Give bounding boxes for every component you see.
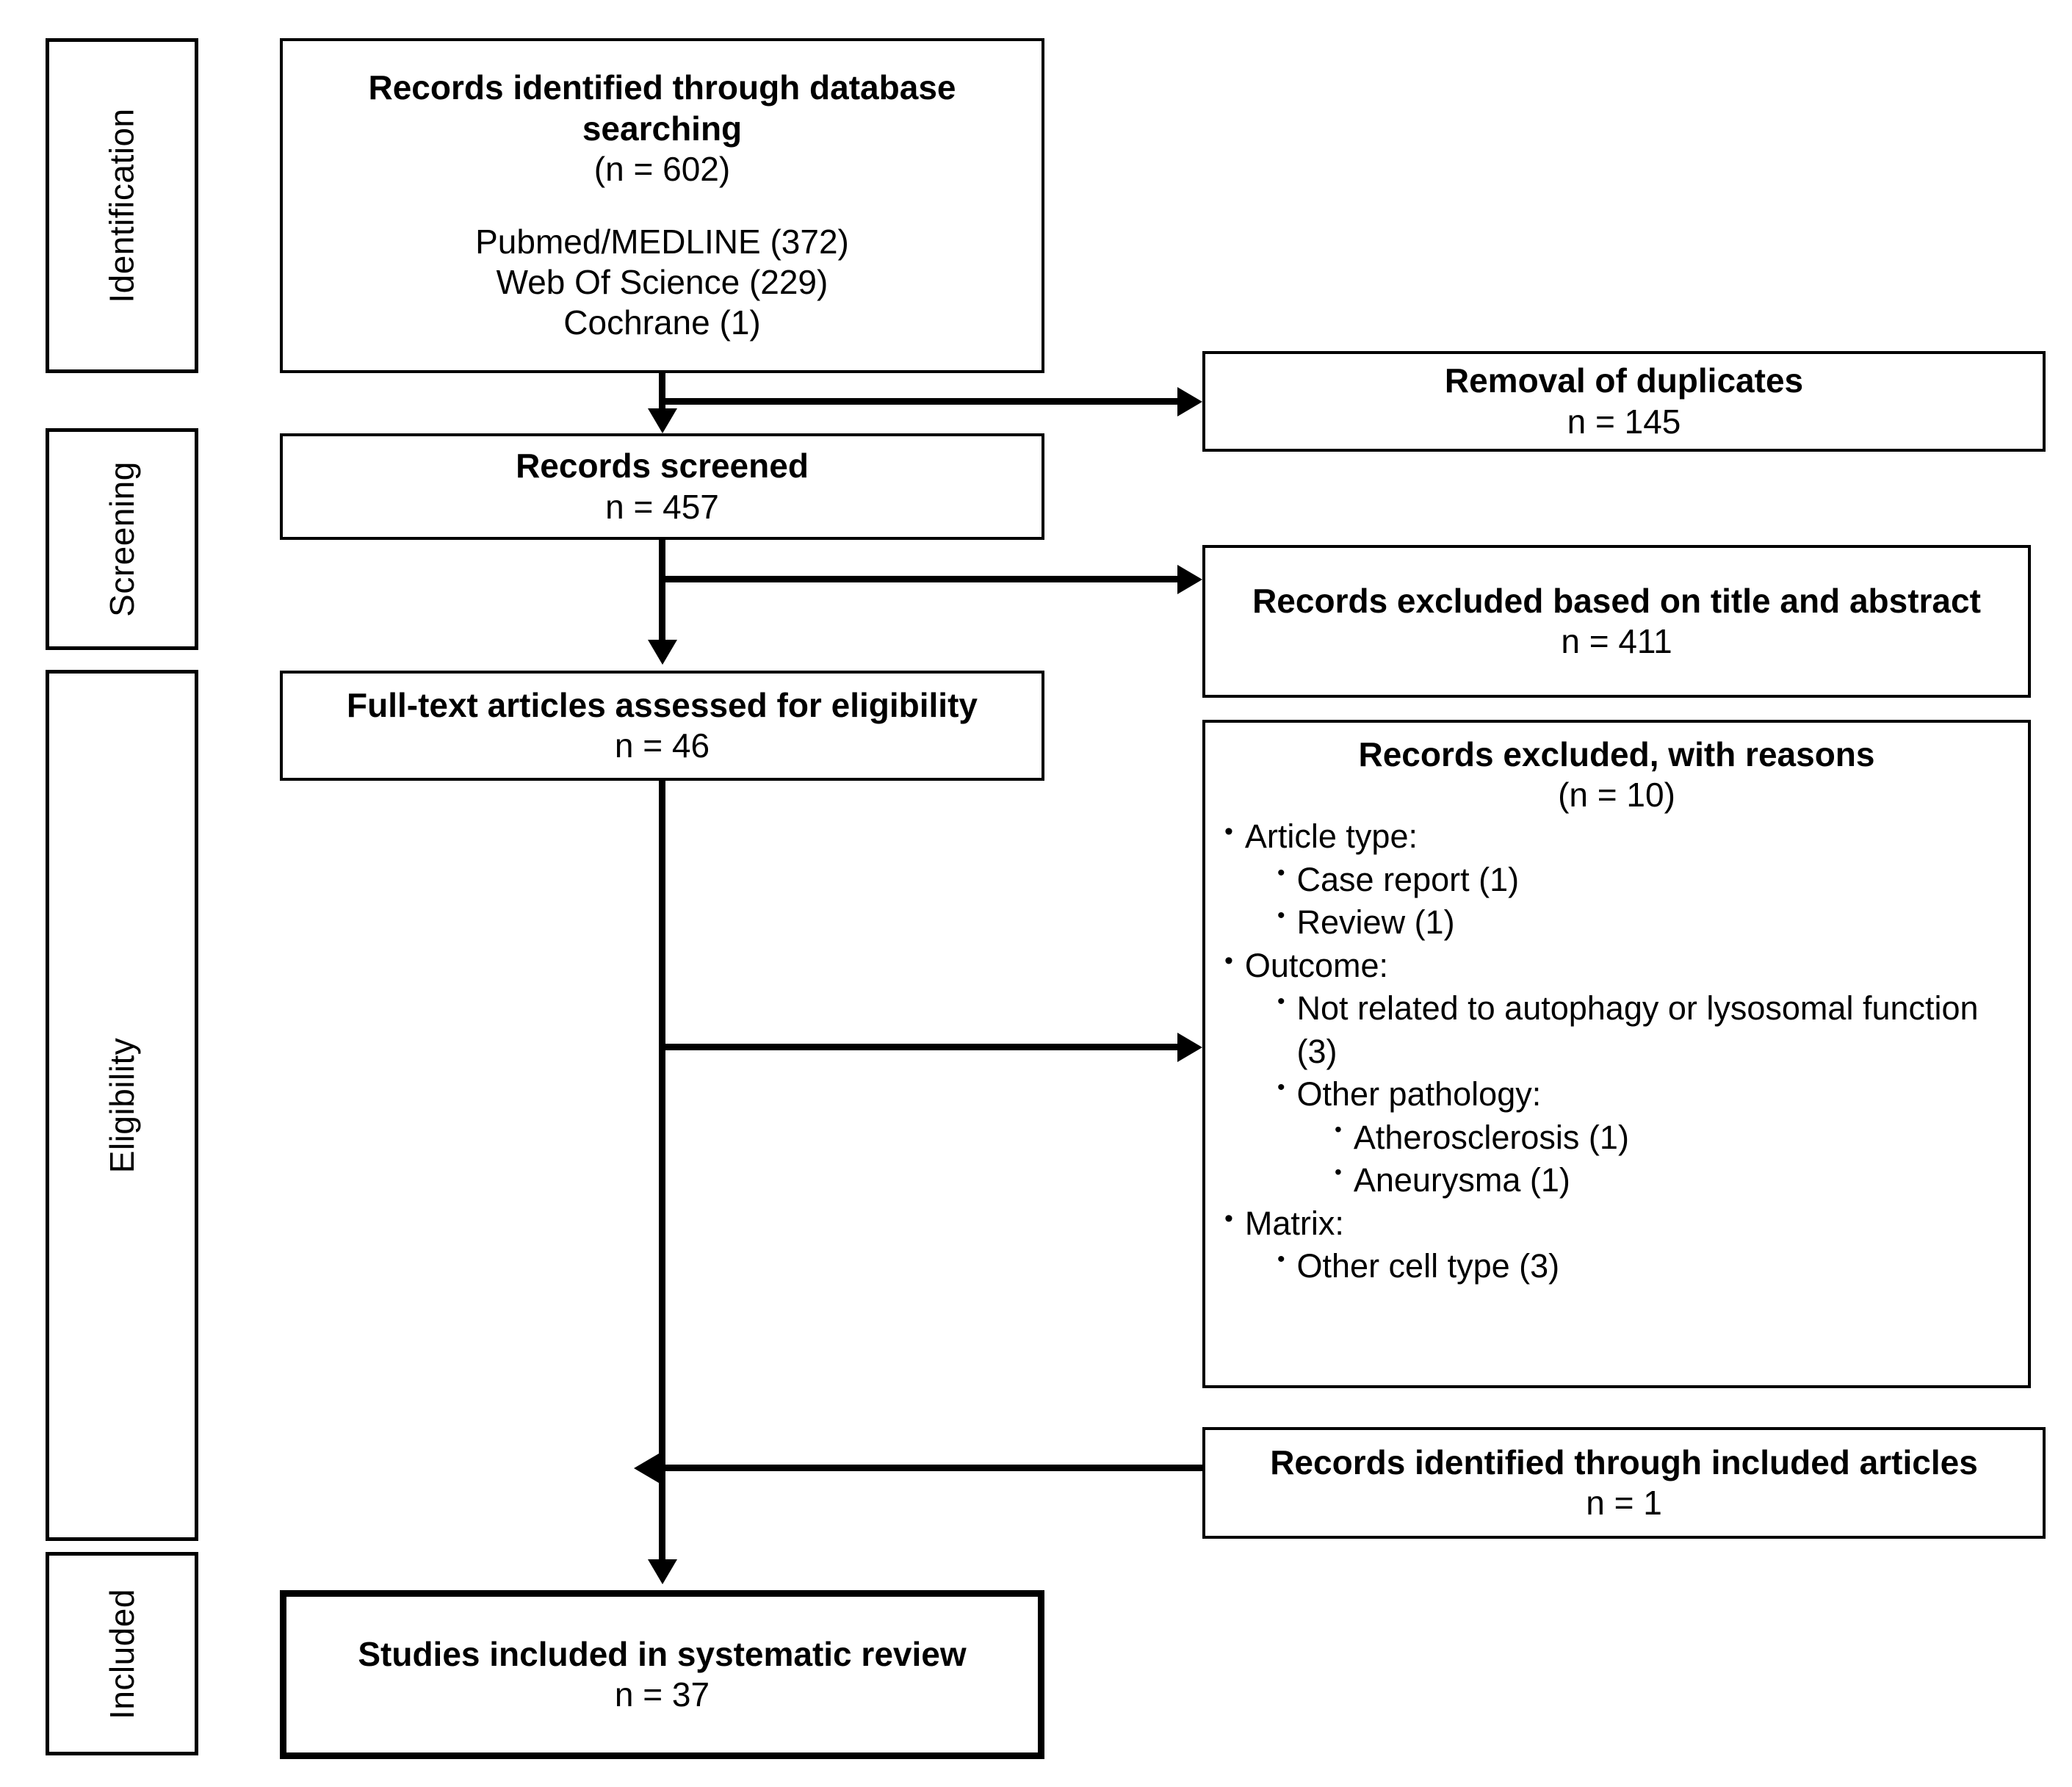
list-item-label: Outcome: — [1244, 946, 1388, 984]
excluded-title-abstract-count: n = 411 — [1561, 622, 1672, 660]
connector-identified-to-screened — [659, 373, 665, 411]
list-item: • Other cell type (3) — [1277, 1245, 2013, 1288]
connector-to-duplicates — [659, 398, 1180, 405]
records-identified-title: Records identified through database sear… — [368, 68, 956, 148]
stage-label-screening: Screening — [103, 461, 142, 617]
list-item-label: Review (1) — [1296, 903, 1455, 942]
list-item-label: Not related to autophagy or lysosomal fu… — [1296, 989, 1979, 1070]
list-item: • Not related to autophagy or lysosomal … — [1277, 987, 2013, 1073]
bullet-icon: • — [1277, 860, 1285, 885]
list-item-label: Other pathology: — [1296, 1075, 1542, 1113]
stage-label-eligibility: Eligibility — [102, 1037, 141, 1174]
records-identified-count: (n = 602) — [593, 149, 731, 188]
studies-included-box: Studies included in systematic review n … — [280, 1590, 1044, 1759]
bullet-icon: • — [1224, 946, 1233, 975]
stage-box-eligibility: Eligibility — [46, 670, 198, 1541]
studies-included-count: n = 37 — [614, 1675, 710, 1714]
connector-screened-to-fulltext — [659, 540, 665, 643]
full-text-assessed-count: n = 46 — [614, 726, 710, 765]
connector-from-included-articles — [659, 1465, 1204, 1471]
list-item-label: Other cell type (3) — [1296, 1247, 1560, 1285]
connector-fulltext-to-included — [659, 781, 665, 1561]
arrow-right-icon — [1177, 1033, 1202, 1062]
stage-label-included: Included — [102, 1588, 141, 1719]
arrow-left-icon — [634, 1454, 659, 1483]
list-item: • Article type: — [1224, 815, 2013, 859]
source-cochrane: Cochrane (1) — [563, 303, 761, 342]
excluded-with-reasons-count: (n = 10) — [1558, 776, 1675, 815]
arrow-down-icon — [648, 408, 677, 433]
studies-included-title: Studies included in systematic review — [358, 1634, 967, 1673]
bullet-icon: • — [1224, 1204, 1233, 1232]
arrow-right-icon — [1177, 387, 1202, 416]
list-item-label: Article type: — [1244, 817, 1418, 856]
list-item-label: Case report (1) — [1296, 860, 1520, 898]
excluded-title-abstract-box: Records excluded based on title and abst… — [1202, 545, 2031, 698]
list-item: • Outcome: — [1224, 945, 2013, 988]
identified-included-articles-box: Records identified through included arti… — [1202, 1427, 2046, 1539]
records-screened-title: Records screened — [516, 447, 809, 485]
bullet-icon: • — [1335, 1117, 1342, 1141]
arrow-down-icon — [648, 640, 677, 665]
excluded-with-reasons-title: Records excluded, with reasons — [1358, 735, 1875, 773]
bullet-icon: • — [1277, 1247, 1285, 1272]
list-item-label: Aneurysma (1) — [1353, 1161, 1570, 1199]
removal-of-duplicates-box: Removal of duplicates n = 145 — [1202, 351, 2046, 452]
excluded-reasons-list: • Article type: • Case report (1) • Revi… — [1205, 815, 2028, 1288]
stage-box-identification: Identification — [46, 38, 198, 373]
bullet-icon: • — [1277, 1075, 1285, 1100]
bullet-icon: • — [1224, 817, 1233, 846]
records-screened-count: n = 457 — [605, 487, 719, 526]
list-item-label: Matrix: — [1244, 1204, 1344, 1242]
records-identified-box: Records identified through database sear… — [280, 38, 1044, 373]
source-pubmed: Pubmed/MEDLINE (372) — [475, 223, 849, 261]
bullet-icon: • — [1277, 989, 1285, 1014]
arrow-right-icon — [1177, 565, 1202, 594]
full-text-assessed-title: Full-text articles assessed for eligibil… — [347, 685, 978, 724]
list-item: • Aneurysma (1) — [1335, 1159, 2013, 1202]
identified-included-articles-title: Records identified through included arti… — [1270, 1443, 1978, 1481]
connector-to-excluded-title-abstract — [659, 576, 1180, 582]
stage-label-identification: Identification — [103, 108, 141, 303]
excluded-with-reasons-box: Records excluded, with reasons (n = 10) … — [1202, 720, 2031, 1388]
arrow-down-icon — [648, 1559, 677, 1584]
list-item: • Atherosclerosis (1) — [1335, 1116, 2013, 1160]
stage-box-included: Included — [46, 1552, 198, 1755]
list-item-label: Atherosclerosis (1) — [1353, 1118, 1629, 1156]
identified-included-articles-count: n = 1 — [1586, 1484, 1662, 1522]
list-item: • Other pathology: — [1277, 1073, 2013, 1116]
excluded-title-abstract-title: Records excluded based on title and abst… — [1252, 581, 1981, 620]
removal-of-duplicates-count: n = 145 — [1567, 402, 1681, 441]
source-web-of-science: Web Of Science (229) — [496, 263, 829, 302]
list-item: • Review (1) — [1277, 901, 2013, 945]
connector-to-excluded-with-reasons — [659, 1044, 1180, 1050]
removal-of-duplicates-title: Removal of duplicates — [1444, 361, 1804, 400]
list-item: • Matrix: — [1224, 1202, 2013, 1246]
records-screened-box: Records screened n = 457 — [280, 433, 1044, 540]
bullet-icon: • — [1277, 903, 1285, 928]
bullet-icon: • — [1335, 1160, 1342, 1184]
list-item: • Case report (1) — [1277, 859, 2013, 902]
full-text-assessed-box: Full-text articles assessed for eligibil… — [280, 671, 1044, 781]
stage-box-screening: Screening — [46, 428, 198, 650]
